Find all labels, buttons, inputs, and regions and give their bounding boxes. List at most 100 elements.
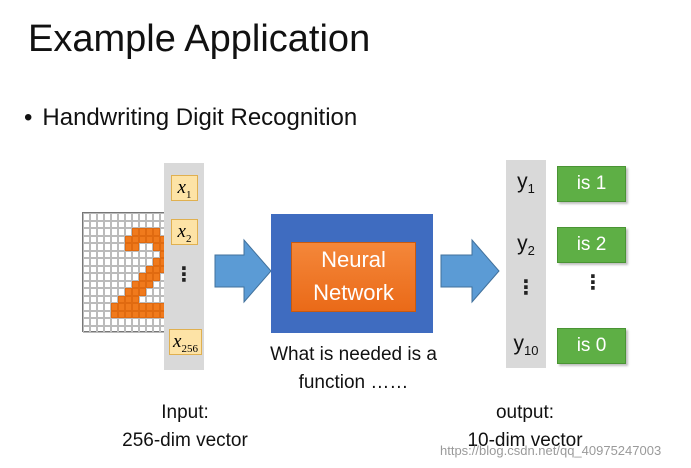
pixel-cell	[83, 288, 90, 296]
pixel-cell	[132, 273, 139, 281]
pixel-cell	[132, 265, 139, 273]
pixel-cell	[153, 250, 160, 258]
pixel-cell	[118, 310, 125, 318]
pixel-cell	[104, 303, 111, 311]
pixel-cell	[118, 288, 125, 296]
output-y10: y10	[506, 332, 546, 358]
pixel-cell	[83, 303, 90, 311]
pixel-cell	[125, 228, 132, 236]
pixel-cell	[83, 228, 90, 236]
pixel-cell	[139, 288, 146, 296]
network-line1: Neural	[321, 247, 386, 272]
pixel-cell	[118, 325, 125, 333]
pixel-cell	[111, 265, 118, 273]
pixel-cell	[83, 265, 90, 273]
pixel-cell	[153, 228, 160, 236]
pixel-cell	[139, 235, 146, 243]
pixel-cell	[125, 235, 132, 243]
output-vector: y1 y2 ⋮ y10	[506, 160, 546, 368]
pixel-cell	[111, 325, 118, 333]
result-is-0: is 0	[557, 328, 626, 364]
pixel-cell	[146, 235, 153, 243]
pixel-cell	[146, 243, 153, 251]
watermark: https://blog.csdn.net/qq_40975247003	[440, 443, 662, 458]
pixel-cell	[90, 318, 97, 326]
pixel-cell	[125, 318, 132, 326]
pixel-cell	[83, 243, 90, 251]
pixel-cell	[97, 288, 104, 296]
pixel-cell	[118, 235, 125, 243]
pixel-cell	[125, 325, 132, 333]
pixel-cell	[104, 250, 111, 258]
pixel-cell	[104, 235, 111, 243]
pixel-cell	[111, 243, 118, 251]
pixel-cell	[104, 213, 111, 221]
pixel-cell	[153, 310, 160, 318]
pixel-cell	[139, 228, 146, 236]
input-caption-line1: Input:	[161, 402, 209, 423]
input-vector: x1 x2 ⋮ x256	[164, 163, 204, 370]
pixel-cell	[132, 250, 139, 258]
x2-sub: 2	[185, 232, 192, 245]
pixel-cell	[146, 325, 153, 333]
pixel-cell	[146, 288, 153, 296]
x256-var: x	[173, 331, 182, 352]
function-caption-line2: function ……	[298, 372, 409, 393]
pixel-cell	[153, 258, 160, 266]
pixel-cell	[132, 213, 139, 221]
input-caption: Input: 256-dim vector	[100, 399, 270, 455]
pixel-cell	[111, 288, 118, 296]
pixel-cell	[97, 295, 104, 303]
pixel-cell	[111, 280, 118, 288]
pixel-cell	[90, 273, 97, 281]
pixel-cell	[139, 295, 146, 303]
pixel-cell	[104, 273, 111, 281]
pixel-cell	[153, 235, 160, 243]
pixel-cell	[111, 303, 118, 311]
x1-sub: 1	[185, 188, 192, 201]
pixel-cell	[111, 213, 118, 221]
pixel-cell	[118, 220, 125, 228]
pixel-cell	[132, 303, 139, 311]
pixel-cell	[146, 273, 153, 281]
output-y2: y2	[506, 232, 546, 258]
pixel-cell	[146, 228, 153, 236]
pixel-cell	[118, 303, 125, 311]
pixel-cell	[111, 250, 118, 258]
pixel-cell	[104, 265, 111, 273]
pixel-cell	[90, 310, 97, 318]
pixel-cell	[132, 243, 139, 251]
output-ellipsis: ⋮	[516, 277, 536, 299]
pixel-cell	[139, 325, 146, 333]
pixel-cell	[97, 318, 104, 326]
input-x1: x1	[171, 175, 198, 201]
pixel-cell	[153, 213, 160, 221]
input-ellipsis: ⋮	[174, 264, 194, 286]
pixel-cell	[153, 318, 160, 326]
pixel-cell	[139, 243, 146, 251]
pixel-cell	[118, 243, 125, 251]
pixel-cell	[97, 228, 104, 236]
pixel-cell	[118, 273, 125, 281]
pixel-cell	[83, 295, 90, 303]
function-caption-line1: What is needed is a	[270, 344, 437, 365]
pixel-cell	[97, 303, 104, 311]
slide-title: Example Application	[28, 18, 371, 60]
pixel-cell	[132, 235, 139, 243]
pixel-cell	[132, 220, 139, 228]
pixel-cell	[97, 280, 104, 288]
pixel-cell	[90, 288, 97, 296]
pixel-cell	[111, 273, 118, 281]
network-line2: Network	[313, 280, 394, 305]
pixel-cell	[111, 220, 118, 228]
pixel-cell	[153, 220, 160, 228]
y1-var: y	[517, 170, 528, 193]
output-caption: output: 10-dim vector	[440, 399, 610, 455]
pixel-cell	[104, 295, 111, 303]
pixel-cell	[139, 220, 146, 228]
pixel-cell	[153, 303, 160, 311]
neural-network-label: Neural Network	[291, 242, 416, 312]
pixel-cell	[83, 280, 90, 288]
pixel-cell	[125, 243, 132, 251]
neural-network-box: Neural Network	[271, 214, 433, 333]
